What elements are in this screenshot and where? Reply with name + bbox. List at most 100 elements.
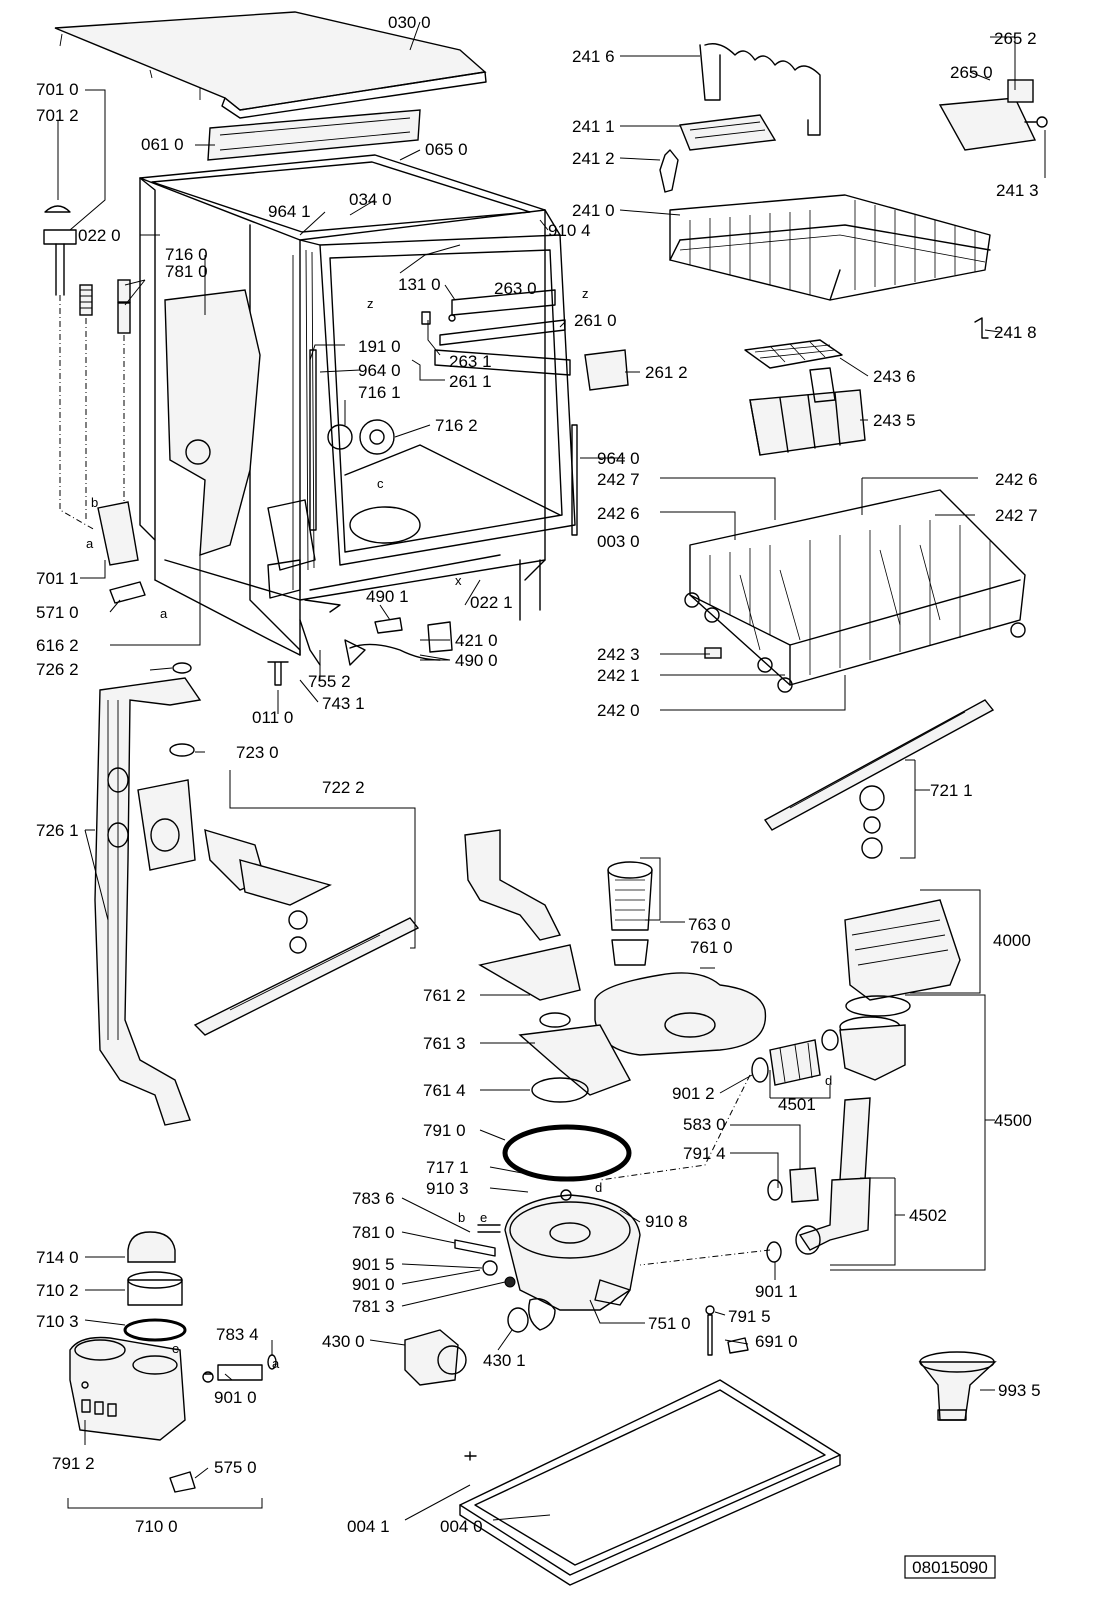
diagram-code-text: 08015090 — [912, 1558, 988, 1577]
letter-z-left: z — [367, 296, 374, 311]
label-716-0: 716 0 — [165, 245, 208, 264]
label-781-3: 781 3 — [352, 1297, 395, 1316]
label-4000: 4000 — [993, 931, 1031, 950]
label-241-2: 241 2 — [572, 149, 615, 168]
label-721-1: 721 1 — [930, 781, 973, 800]
label-261-0: 261 0 — [574, 311, 617, 330]
label-004-1: 004 1 — [347, 1517, 390, 1536]
label-265-2: 265 2 — [994, 29, 1037, 48]
upper-basket-parts — [659, 43, 1048, 456]
label-761-2: 761 2 — [423, 986, 466, 1005]
label-571-0: 571 0 — [36, 603, 79, 622]
label-241-8: 241 8 — [994, 323, 1037, 342]
label-791-4: 791 4 — [683, 1144, 726, 1163]
label-710-3: 710 3 — [36, 1312, 79, 1331]
letter-e-salt: e — [172, 1341, 179, 1356]
lower-basket — [684, 489, 1026, 693]
label-4501: 4501 — [778, 1095, 816, 1114]
label-261-1: 261 1 — [449, 372, 492, 391]
label-901-0-b: 901 0 — [214, 1388, 257, 1407]
label-710-2: 710 2 — [36, 1281, 79, 1300]
label-701-1: 701 1 — [36, 569, 79, 588]
label-241-1: 241 1 — [572, 117, 615, 136]
label-265-0: 265 0 — [950, 63, 993, 82]
letter-a-left: a — [86, 536, 94, 551]
label-910-8: 910 8 — [645, 1212, 688, 1231]
label-241-6: 241 6 — [572, 47, 615, 66]
label-490-0: 490 0 — [455, 651, 498, 670]
label-242-7-a: 242 7 — [597, 470, 640, 489]
label-964-0-b: 964 0 — [597, 449, 640, 468]
label-003-0: 003 0 — [597, 532, 640, 551]
label-755-2: 755 2 — [308, 672, 351, 691]
label-065-0: 065 0 — [425, 140, 468, 159]
label-910-4: 910 4 — [548, 221, 591, 240]
label-261-2: 261 2 — [645, 363, 688, 382]
letter-x: x — [455, 573, 462, 588]
label-490-1: 490 1 — [366, 587, 409, 606]
label-575-0: 575 0 — [214, 1458, 257, 1477]
label-421-0: 421 0 — [455, 631, 498, 650]
label-791-2: 791 2 — [52, 1454, 95, 1473]
label-242-6-a: 242 6 — [995, 470, 1038, 489]
label-241-3: 241 3 — [996, 181, 1039, 200]
label-743-1: 743 1 — [322, 694, 365, 713]
rails — [421, 289, 629, 391]
letter-a-valve: a — [160, 606, 168, 621]
label-716-2: 716 2 — [435, 416, 478, 435]
cabinet-frame: z z c x — [139, 154, 589, 656]
label-726-2: 726 2 — [36, 660, 79, 679]
label-717-1: 717 1 — [426, 1158, 469, 1177]
label-761-0: 761 0 — [690, 938, 733, 957]
label-783-4: 783 4 — [216, 1325, 259, 1344]
label-242-3: 242 3 — [597, 645, 640, 664]
label-242-1: 242 1 — [597, 666, 640, 685]
left-valve-parts: b a a — [43, 205, 168, 621]
label-781-0: 781 0 — [165, 262, 208, 281]
label-701-2: 701 2 — [36, 106, 79, 125]
label-901-2: 901 2 — [672, 1084, 715, 1103]
letter-a-salt: a — [272, 1356, 280, 1371]
label-4502: 4502 — [909, 1206, 947, 1225]
diagram-code: 08015090 — [904, 1555, 996, 1579]
label-714-0: 714 0 — [36, 1248, 79, 1267]
insulation-strip — [207, 109, 421, 161]
label-763-0: 763 0 — [688, 915, 731, 934]
label-022-1: 022 1 — [470, 593, 513, 612]
label-723-0: 723 0 — [236, 743, 279, 762]
label-061-0: 061 0 — [141, 135, 184, 154]
wiring-parts — [267, 599, 453, 686]
salt-container: a e — [67, 1231, 280, 1509]
letter-e-sump: e — [480, 1210, 487, 1225]
letter-d-sump: d — [595, 1180, 602, 1195]
sump-filter-area: b e d d — [404, 829, 961, 1386]
letter-b-sump: b — [458, 1210, 465, 1225]
label-716-1: 716 1 — [358, 383, 401, 402]
top-cover — [54, 11, 487, 119]
letter-b-left: b — [91, 495, 98, 510]
label-430-0: 430 0 — [322, 1332, 365, 1351]
label-901-5: 901 5 — [352, 1255, 395, 1274]
label-901-1: 901 1 — [755, 1282, 798, 1301]
upper-spray-arm — [763, 699, 995, 859]
label-691-0: 691 0 — [755, 1332, 798, 1351]
label-241-0: 241 0 — [572, 201, 615, 220]
label-4500: 4500 — [994, 1111, 1032, 1130]
label-022-0: 022 0 — [78, 226, 121, 245]
label-761-3: 761 3 — [423, 1034, 466, 1053]
letter-d-heater: d — [825, 1073, 832, 1088]
label-964-1: 964 1 — [268, 202, 311, 221]
label-263-0: 263 0 — [494, 279, 537, 298]
label-011-0: 011 0 — [252, 708, 293, 727]
label-781-0-b: 781 0 — [352, 1223, 395, 1242]
label-004-0: 004 0 — [440, 1517, 483, 1536]
label-131-0: 131 0 — [398, 275, 441, 294]
label-761-4: 761 4 — [423, 1081, 466, 1100]
label-751-0: 751 0 — [648, 1314, 691, 1333]
label-242-6-b: 242 6 — [597, 504, 640, 523]
label-030-0: 030 0 — [388, 13, 431, 32]
label-910-3: 910 3 — [426, 1179, 469, 1198]
label-583-0: 583 0 — [683, 1115, 726, 1134]
label-964-0-a: 964 0 — [358, 361, 401, 380]
label-242-7-b: 242 7 — [995, 506, 1038, 525]
